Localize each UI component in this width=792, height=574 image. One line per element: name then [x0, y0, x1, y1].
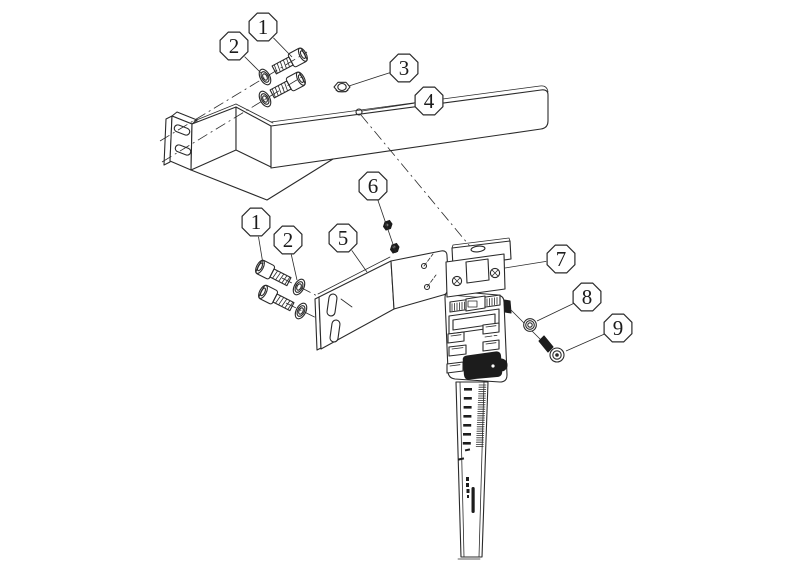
hex-nut	[333, 81, 351, 93]
bracket-slot	[329, 319, 341, 343]
balloon-leader	[351, 250, 368, 273]
balloon-number: 9	[613, 316, 624, 340]
balloon-number: 8	[582, 285, 593, 309]
button	[447, 331, 465, 344]
balloon-outline	[219, 31, 249, 61]
balloon-number: 4	[424, 89, 435, 113]
balloon-number: 1	[251, 210, 262, 234]
balloon-7: 7	[504, 244, 576, 274]
ruler-graduations	[457, 384, 487, 513]
washer	[256, 66, 274, 88]
balloon-number: 2	[283, 228, 294, 252]
button	[482, 322, 500, 335]
scale-cursor	[465, 295, 486, 312]
cap-screw	[253, 258, 293, 289]
balloon-5: 5	[328, 223, 368, 273]
balloon-leader	[361, 102, 415, 112]
balloon-leader	[290, 254, 298, 281]
washer	[292, 300, 310, 322]
bracket-slot	[326, 293, 338, 317]
clamp-fasteners	[509, 308, 565, 363]
digital-scale-unit	[444, 237, 512, 560]
button	[448, 344, 467, 357]
clamp-slot	[470, 245, 486, 253]
mounting-hole	[355, 108, 363, 116]
z-mounting-bracket	[163, 85, 549, 201]
readout-body	[444, 290, 512, 383]
bracket-hole	[423, 283, 431, 291]
curved-support-bracket	[314, 250, 450, 351]
balloon-outline	[241, 207, 271, 237]
cap-screw	[256, 283, 296, 314]
button	[482, 339, 500, 352]
balloon-outline	[248, 12, 278, 42]
balloon-2: 2	[273, 225, 303, 281]
balloon-outline	[414, 86, 444, 116]
scale-clamp-bracket	[445, 237, 512, 298]
balloon-9: 9	[565, 313, 633, 352]
washer	[523, 318, 537, 332]
balloon-number: 6	[368, 174, 379, 198]
balloon-outline	[572, 282, 602, 312]
balloon-outline	[328, 223, 358, 253]
balloon-outline	[546, 244, 576, 274]
balloon-outline	[389, 53, 419, 83]
balloon-4: 4	[361, 86, 444, 116]
side-lock-knob	[503, 299, 512, 314]
balloon-leader	[565, 333, 605, 352]
balloon-1: 1	[248, 12, 293, 58]
balloon-leader	[348, 72, 390, 87]
clamp-screw	[538, 335, 565, 363]
balloon-leader	[536, 303, 574, 322]
scale-window	[449, 294, 501, 313]
balloon-number: 5	[338, 226, 349, 250]
balloon-leader	[258, 236, 264, 265]
balloon-leader	[377, 200, 397, 254]
flange-slot	[174, 144, 192, 156]
set-screw	[382, 219, 400, 254]
balloon-2: 2	[219, 31, 262, 74]
cap-screw	[270, 45, 310, 78]
thumb-button	[462, 351, 508, 380]
button	[446, 361, 464, 374]
balloon-leader	[244, 56, 262, 74]
balloon-outline	[358, 171, 388, 201]
bracket-hole	[420, 262, 428, 270]
balloon-leader	[504, 261, 547, 269]
balloon-1: 1	[241, 207, 271, 265]
balloon-6: 6	[358, 171, 397, 254]
balloon-3: 3	[348, 53, 419, 87]
washer	[290, 276, 308, 298]
balloon-outline	[273, 225, 303, 255]
balloon-number: 3	[399, 56, 410, 80]
clamp-screw-head	[451, 267, 501, 287]
balloon-number: 7	[556, 247, 567, 271]
keypad	[446, 322, 500, 374]
balloon-outline	[603, 313, 633, 343]
ruler-beam	[455, 381, 489, 560]
balloon-number: 2	[229, 34, 240, 58]
balloon-leader	[273, 37, 293, 58]
balloon-8: 8	[536, 282, 602, 322]
balloon-number: 1	[258, 15, 269, 39]
